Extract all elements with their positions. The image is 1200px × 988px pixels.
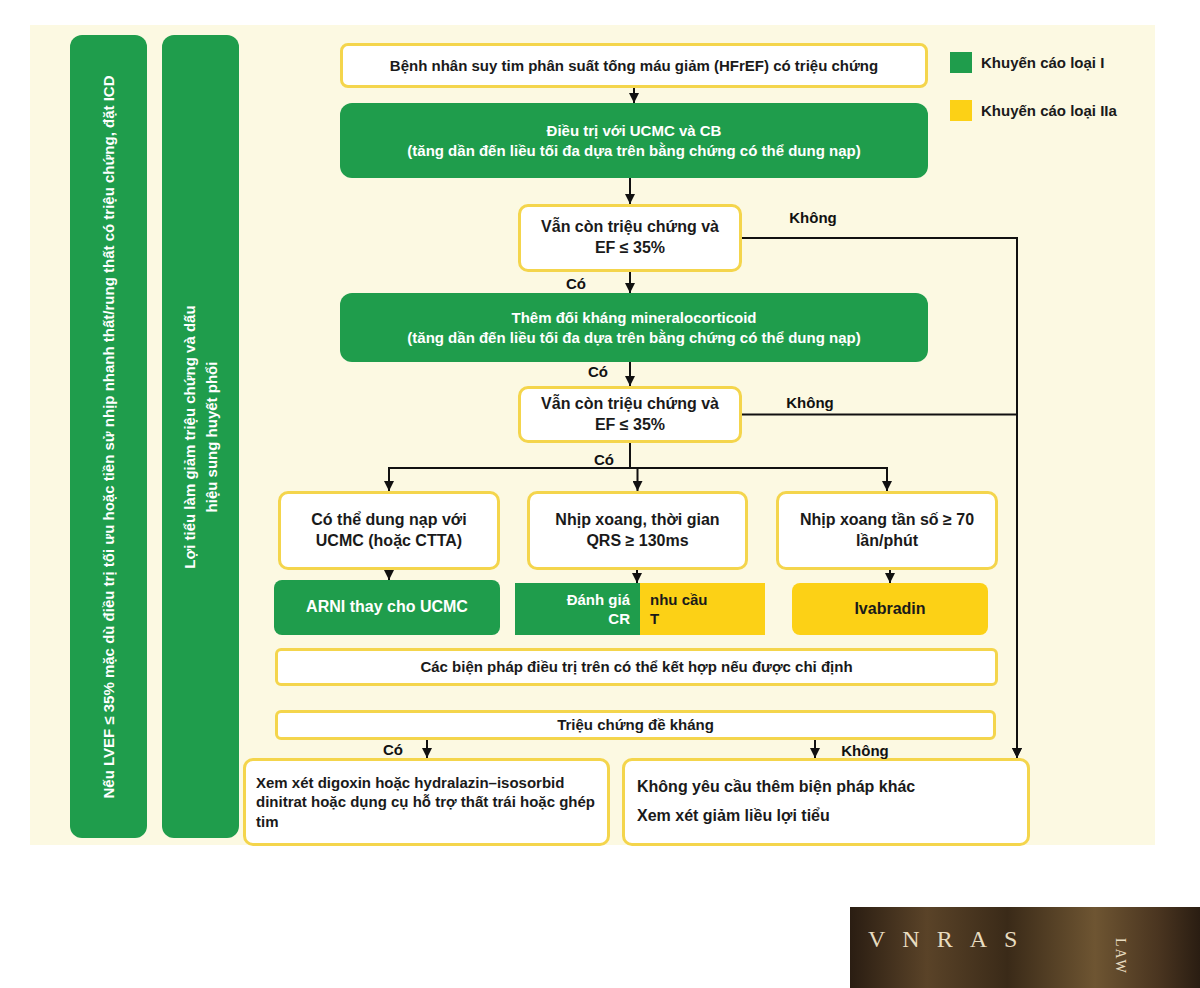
decision-box: Vẫn còn triệu chứng và EF ≤ 35% <box>518 204 742 272</box>
legend-entry: Khuyến cáo loại I <box>950 52 1104 73</box>
legend-swatch <box>950 100 972 121</box>
outcome-box: Không yêu cầu thêm biện pháp khácXem xét… <box>622 758 1030 846</box>
legend-swatch <box>950 52 972 73</box>
process-box: Thêm đối kháng mineralocorticoid(tăng dầ… <box>340 293 928 362</box>
node-text: Thêm đối kháng mineralocorticoid <box>511 308 756 328</box>
flow-arrow <box>426 740 428 758</box>
flow-arrow <box>389 443 630 491</box>
legend-entry: Khuyến cáo loại IIa <box>950 100 1117 121</box>
node-text: Nhịp xoang tần số ≥ 70 lần/phút <box>800 510 975 552</box>
edge-label: Không <box>789 209 836 226</box>
edge-label: Có <box>594 451 614 468</box>
decision-box: Triệu chứng đề kháng <box>275 710 996 740</box>
outcome-box: Xem xét digoxin hoặc hydralazin–isosorbi… <box>243 758 610 846</box>
edge-label: Có <box>588 363 608 380</box>
node-text: Đánh giá CR <box>558 590 630 629</box>
therapy-box: Ivabradin <box>792 583 988 635</box>
flow-arrow <box>629 362 631 386</box>
process-box: Điều trị với UCMC và CB(tăng dần đến liề… <box>340 103 928 178</box>
therapy-box-half: nhu cầu T <box>640 583 765 635</box>
node-text: Nhịp xoang, thời gian QRS ≥ 130ms <box>543 510 733 552</box>
node-text: Triệu chứng đề kháng <box>557 715 714 735</box>
flow-arrow <box>814 740 816 758</box>
therapy-box-half: Đánh giá CR <box>515 583 640 635</box>
condition-box: Nhịp xoang, thời gian QRS ≥ 130ms <box>527 491 748 570</box>
flow-arrow <box>742 415 1017 759</box>
node-text: Xem xét digoxin hoặc hydralazin–isosorbi… <box>256 773 597 832</box>
node-text: Ivabradin <box>854 599 925 620</box>
flow-arrow <box>629 178 631 204</box>
condition-box: Có thể dung nạp với UCMC (hoặc CTTA) <box>278 491 500 570</box>
condition-box: Nhịp xoang tần số ≥ 70 lần/phút <box>776 491 998 570</box>
legend-text: Khuyến cáo loại I <box>981 54 1104 71</box>
node-text: nhu cầu T <box>650 590 714 629</box>
node-text: Bệnh nhân suy tim phân suất tống máu giả… <box>390 56 878 76</box>
node-text: Vẫn còn triệu chứng và EF ≤ 35% <box>540 217 720 259</box>
edge-label: Không <box>841 742 888 759</box>
node-text: Không yêu cầu thêm biện pháp khác <box>637 777 915 798</box>
node-text: Điều trị với UCMC và CB <box>547 121 722 141</box>
legend-text: Khuyến cáo loại IIa <box>981 102 1117 119</box>
start-box: Bệnh nhân suy tim phân suất tống máu giả… <box>340 43 928 88</box>
flow-arrow <box>629 272 631 293</box>
node-text: Vẫn còn triệu chứng và EF ≤ 35% <box>540 394 720 436</box>
side-band: Lợi tiểu làm giảm triệu chứng và dấu hiệ… <box>162 35 239 838</box>
node-text: Các biện pháp điều trị trên có thể kết h… <box>420 657 852 677</box>
node-text: Lợi tiểu làm giảm triệu chứng và dấu hiệ… <box>179 294 223 579</box>
watermark-text: LAW <box>1112 938 1128 975</box>
node-text: Nếu LVEF ≤ 35% mặc dù điều trị tối ưu ho… <box>98 72 120 802</box>
flow-arrow <box>889 570 891 583</box>
watermark-text: VNRAS <box>868 926 1034 953</box>
node-text: Có thể dung nạp với UCMC (hoặc CTTA) <box>294 510 484 552</box>
node-text: ARNI thay cho UCMC <box>306 597 468 618</box>
node-text: (tăng dần đến liều tối đa dựa trên bằng … <box>407 141 860 161</box>
node-text: (tăng dần đến liều tối đa dựa trên bằng … <box>407 328 860 348</box>
note-box: Các biện pháp điều trị trên có thể kết h… <box>275 648 998 686</box>
edge-label: Không <box>786 394 833 411</box>
flow-arrow <box>636 570 638 583</box>
edge-label: Có <box>566 275 586 292</box>
therapy-box: ARNI thay cho UCMC <box>274 580 500 635</box>
side-band: Nếu LVEF ≤ 35% mặc dù điều trị tối ưu ho… <box>70 35 147 838</box>
flow-arrow <box>742 238 1017 758</box>
flow-arrow <box>388 570 390 580</box>
flow-arrow <box>630 443 887 491</box>
flow-arrow <box>630 443 638 491</box>
edge-label: Có <box>383 741 403 758</box>
node-text: Xem xét giảm liều lợi tiểu <box>637 806 830 827</box>
flow-arrow <box>633 88 635 103</box>
decision-box: Vẫn còn triệu chứng và EF ≤ 35% <box>518 386 742 443</box>
